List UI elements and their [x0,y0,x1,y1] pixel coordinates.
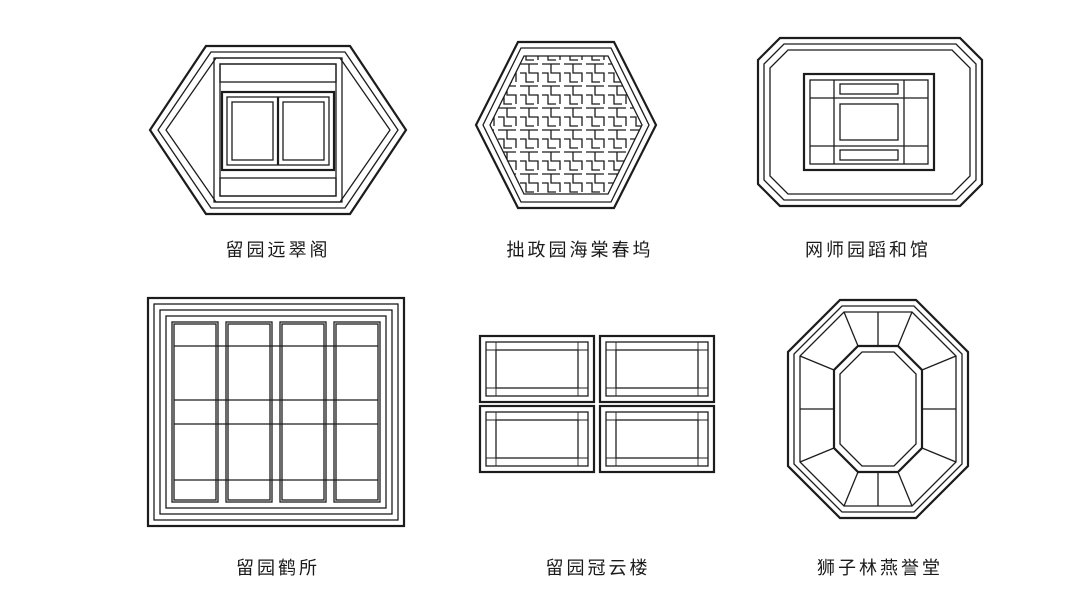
caption-liuyuan-hesuo: 留园鹤所 [236,558,320,579]
caption-shizilin-yanyu: 狮子林燕誉堂 [817,558,943,579]
octagon-lattice-window [756,36,984,208]
hexagon-lattice-window [148,44,408,216]
caption-liuyuan-yuancuige: 留园远翠阁 [225,240,331,261]
caption-liuyuan-guanyun: 留园冠云楼 [545,558,651,579]
rectangular-four-panel-window [146,296,406,528]
caption-zhuozhengyuan-haitang: 拙政园海棠春坞 [506,240,654,261]
window-figure-wangshiyuan-daohe [756,36,984,208]
hexagon-fret-lattice-window [474,40,658,210]
window-figure-liuyuan-yuancuige [148,44,408,216]
octagon-radial-lattice-window [786,298,970,520]
rectangular-grid-panels-window [478,334,716,474]
window-figure-shizilin-yanyu [786,298,970,520]
window-figure-liuyuan-hesuo [146,296,406,528]
caption-wangshiyuan-daohe: 网师园蹈和馆 [805,240,931,261]
window-figure-zhuozhengyuan-haitang [474,40,658,210]
window-figure-liuyuan-guanyun [478,334,716,474]
